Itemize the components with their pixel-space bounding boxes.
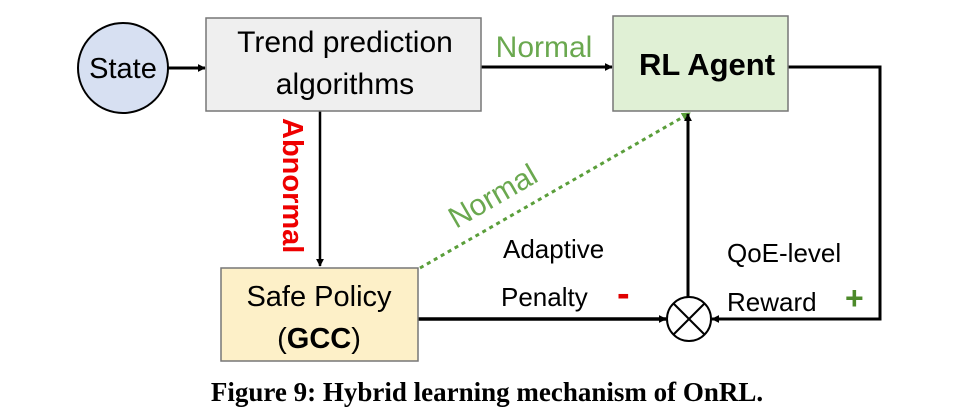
normal-dotted-label: Normal — [443, 158, 543, 235]
penalty-minus-sign: - — [617, 273, 630, 315]
edge-safe-policy-to-rl-agent-dotted — [419, 111, 691, 270]
adaptive-penalty-label-line2: Penalty — [501, 282, 588, 312]
trend-prediction-label-line2: algorithms — [276, 68, 414, 101]
trend-prediction-box — [205, 17, 482, 112]
gcc-open-paren: ( — [277, 323, 287, 355]
state-node — [77, 22, 169, 114]
rl-agent-box — [612, 15, 789, 112]
adaptive-penalty-label-line1: Adaptive — [503, 234, 604, 264]
rl-agent-label: RL Agent — [639, 47, 775, 82]
abnormal-label: Abnormal — [276, 118, 308, 253]
figure-caption: Figure 9: Hybrid learning mechanism of O… — [211, 377, 763, 407]
edge-rl-agent-feedback-loop — [711, 65, 882, 323]
qoe-reward-label-line1: QoE-level — [727, 238, 841, 268]
gcc-close-paren: ) — [351, 323, 361, 355]
safe-policy-label-line2: (GCC) — [277, 323, 361, 355]
gcc-label: GCC — [287, 323, 352, 355]
qoe-reward-label-line2: Reward — [727, 287, 817, 317]
reward-plus-sign: + — [845, 280, 864, 316]
safe-policy-label-line1: Safe Policy — [246, 281, 392, 313]
combiner-multiply-icon — [666, 296, 712, 342]
trend-prediction-label-line1: Trend prediction — [237, 26, 453, 59]
state-label: State — [89, 53, 157, 85]
normal-top-label: Normal — [496, 31, 593, 64]
safe-policy-box — [220, 267, 419, 362]
